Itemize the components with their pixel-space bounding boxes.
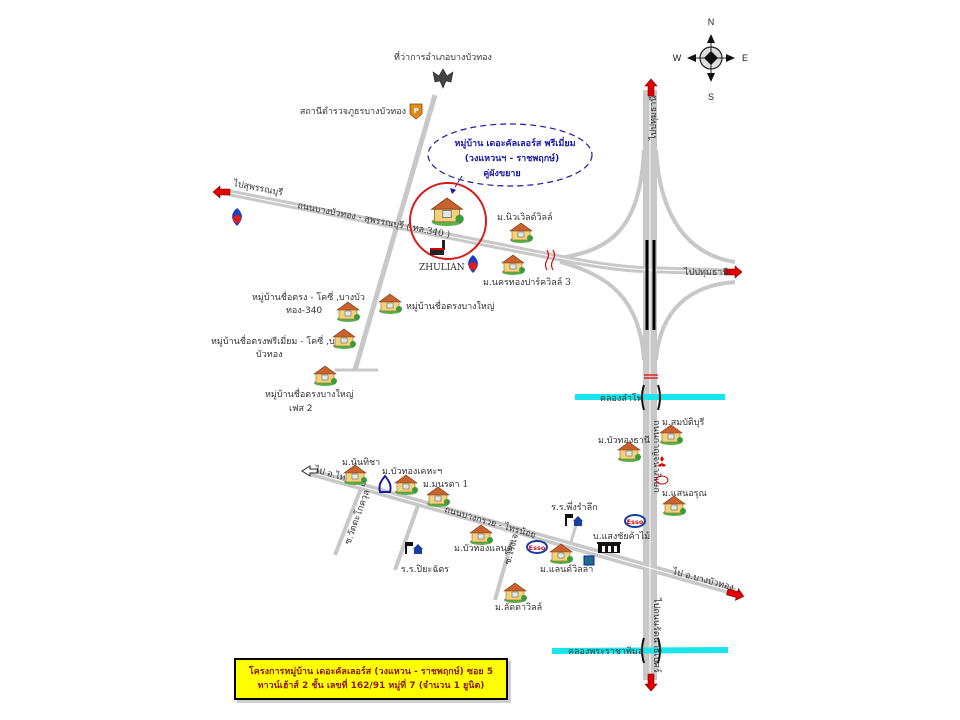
village-label: หมู่บ้านชื่อตรง - โคซี่ ,บางบัว bbox=[252, 290, 365, 303]
village-house-icon bbox=[336, 301, 361, 323]
village-label: ม.นันทิชา bbox=[342, 457, 380, 468]
village-label: ม.แสนอรุณ bbox=[662, 489, 707, 499]
village-label: ม.บัวทองธานี bbox=[598, 435, 650, 446]
compass-north: N bbox=[708, 17, 715, 27]
district-office-label: ที่ว่าการอำเภอบางบัวทอง bbox=[394, 50, 492, 63]
temple-icon bbox=[378, 474, 392, 493]
village-house-icon bbox=[509, 222, 534, 244]
arrow-to-suphanburi-icon bbox=[212, 185, 231, 199]
bank-logo-icon bbox=[583, 555, 595, 566]
village-label: หมู่บ้านชื่อตรงบางใหญ่ bbox=[406, 299, 495, 312]
village-label: บัวทอง bbox=[256, 350, 283, 360]
compass-rose-icon: N S E W bbox=[673, 17, 748, 102]
esso-fuel-station-icon bbox=[624, 514, 646, 528]
elevated-expressway bbox=[645, 240, 656, 330]
village-label: หมู่บ้านชื่อตรงบางใหญ่ bbox=[265, 387, 354, 400]
village-label: ม.บัวทองแลนด์ bbox=[454, 542, 513, 554]
village-house-icon bbox=[378, 293, 403, 315]
to-rattanathibet-label: ไปถนนรัตนาธิเบศร์ bbox=[651, 597, 663, 673]
bridge-icon bbox=[641, 384, 661, 664]
school-icon bbox=[565, 514, 583, 526]
project-house-icon bbox=[430, 197, 465, 227]
to-pathum-north-label: ไปปทุมธานี bbox=[648, 95, 659, 141]
callout-line-3: คู่ผังขยาย bbox=[483, 168, 520, 179]
canal-khlong-phra-ratchaphimon bbox=[551, 647, 729, 654]
ptt-fuel-station-icon bbox=[232, 208, 242, 226]
project-callout-bubble bbox=[427, 123, 593, 187]
village-house-icon bbox=[503, 582, 528, 604]
road-soi-wat2 bbox=[333, 477, 367, 556]
road-soi-rong-je bbox=[493, 539, 514, 601]
village-label: ม.สมบัติบุรี bbox=[662, 417, 704, 428]
police-badge-icon: P bbox=[409, 103, 423, 120]
village-house-icon bbox=[426, 486, 451, 508]
village-house-icon bbox=[394, 474, 419, 496]
village-house-icon bbox=[332, 328, 357, 350]
khlong-phra-ratchaphimon-label: คลองพระราชาพิมล bbox=[568, 646, 643, 657]
school-phueng-ram-luek-label: ร.ร.พึ่งรำลึก bbox=[551, 500, 598, 513]
interchange-loop-sw bbox=[559, 260, 646, 361]
village-house-icon bbox=[501, 254, 526, 276]
arrow-to-sai-noi-icon bbox=[301, 465, 319, 477]
village-label: ม.บัวทองเคหะฯ bbox=[382, 467, 442, 477]
ptt-fuel-station-icon bbox=[468, 255, 478, 273]
main-road-label: ถนนบางบัวทอง - สุพรรณบุรี ( ทล.340 ) bbox=[296, 200, 451, 240]
village-label: ทอง-340 bbox=[286, 306, 322, 316]
school-icon bbox=[405, 542, 423, 554]
interchange-loop-ne bbox=[654, 149, 736, 264]
village-house-icon bbox=[313, 365, 338, 387]
road-soi-wat bbox=[393, 499, 422, 571]
zhulian-label: ZHULIAN bbox=[419, 263, 465, 273]
zhulian-factory-icon bbox=[430, 240, 445, 255]
svg-text:P: P bbox=[413, 107, 418, 115]
callout-line-1: หมู่บ้าน เดอะคัลเลอร์ส พรีเมี่ยม bbox=[454, 136, 575, 149]
esso-fuel-station-icon bbox=[526, 540, 548, 554]
garuda-emblem-icon bbox=[432, 68, 454, 89]
kanchanaphisek-label: ถนนกาญจนาภิเษก bbox=[651, 420, 662, 493]
project-info-box: โครงการหมู่บ้าน เดอะคัลเลอร์ส (วงแหวน - … bbox=[234, 658, 508, 700]
mitsubishi-logo-icon bbox=[658, 456, 666, 467]
village-house-icon bbox=[662, 495, 687, 517]
toyota-logo-icon bbox=[655, 475, 669, 485]
village-label: ม.นิวเวิลด์วิลล์ bbox=[497, 211, 553, 223]
compass-east: E bbox=[742, 53, 748, 63]
project-info-line-2: ทาวน์เฮ้าส์ 2 ชั้น เลขที่ 162/91 หมู่ที่… bbox=[257, 681, 485, 691]
road-north-south-west bbox=[352, 94, 438, 371]
compass-south: S bbox=[708, 92, 714, 102]
compass-west: W bbox=[673, 53, 682, 63]
timber-shop-icon bbox=[597, 542, 621, 553]
project-location-marker[interactable] bbox=[409, 182, 487, 260]
interchange-loop-se bbox=[654, 280, 736, 361]
village-label: บ.แสงชัยค้าไม้ bbox=[593, 531, 650, 542]
road-break-marker-icon bbox=[544, 249, 658, 379]
village-house-icon bbox=[343, 464, 368, 486]
village-label: ม.นครทองปาร์ควิลล์ 3 bbox=[483, 276, 571, 288]
village-house-icon bbox=[659, 424, 684, 446]
village-label: หมู่บ้านชื่อตรงพรีเมี่ยม - โคซี่ ,บาง bbox=[211, 334, 344, 347]
project-info-line-1: โครงการหมู่บ้าน เดอะคัลเลอร์ส (วงแหวน - … bbox=[248, 667, 494, 677]
village-label: ม.มนรดา 1 bbox=[423, 480, 468, 490]
school-piya-chat-label: ร.ร.ปิยะฉัตร bbox=[401, 564, 449, 575]
village-label: ม.แลนด์วิลล่า bbox=[540, 563, 593, 575]
police-station-label: สถานีตำรวจภูธรบางบัวทอง bbox=[300, 106, 406, 117]
village-label: เฟส 2 bbox=[289, 404, 313, 414]
interchange-loop-nw bbox=[559, 149, 646, 260]
callout-line-2: (วงแหวนฯ - ราชพฤกษ์) bbox=[465, 152, 559, 164]
to-pathum-east-label: ไปปทุมธานี bbox=[683, 267, 729, 278]
village-label: ม.ลัดดาวิลล์ bbox=[495, 601, 542, 613]
khlong-lam-pho-label: คลองลำโพ bbox=[600, 393, 643, 404]
